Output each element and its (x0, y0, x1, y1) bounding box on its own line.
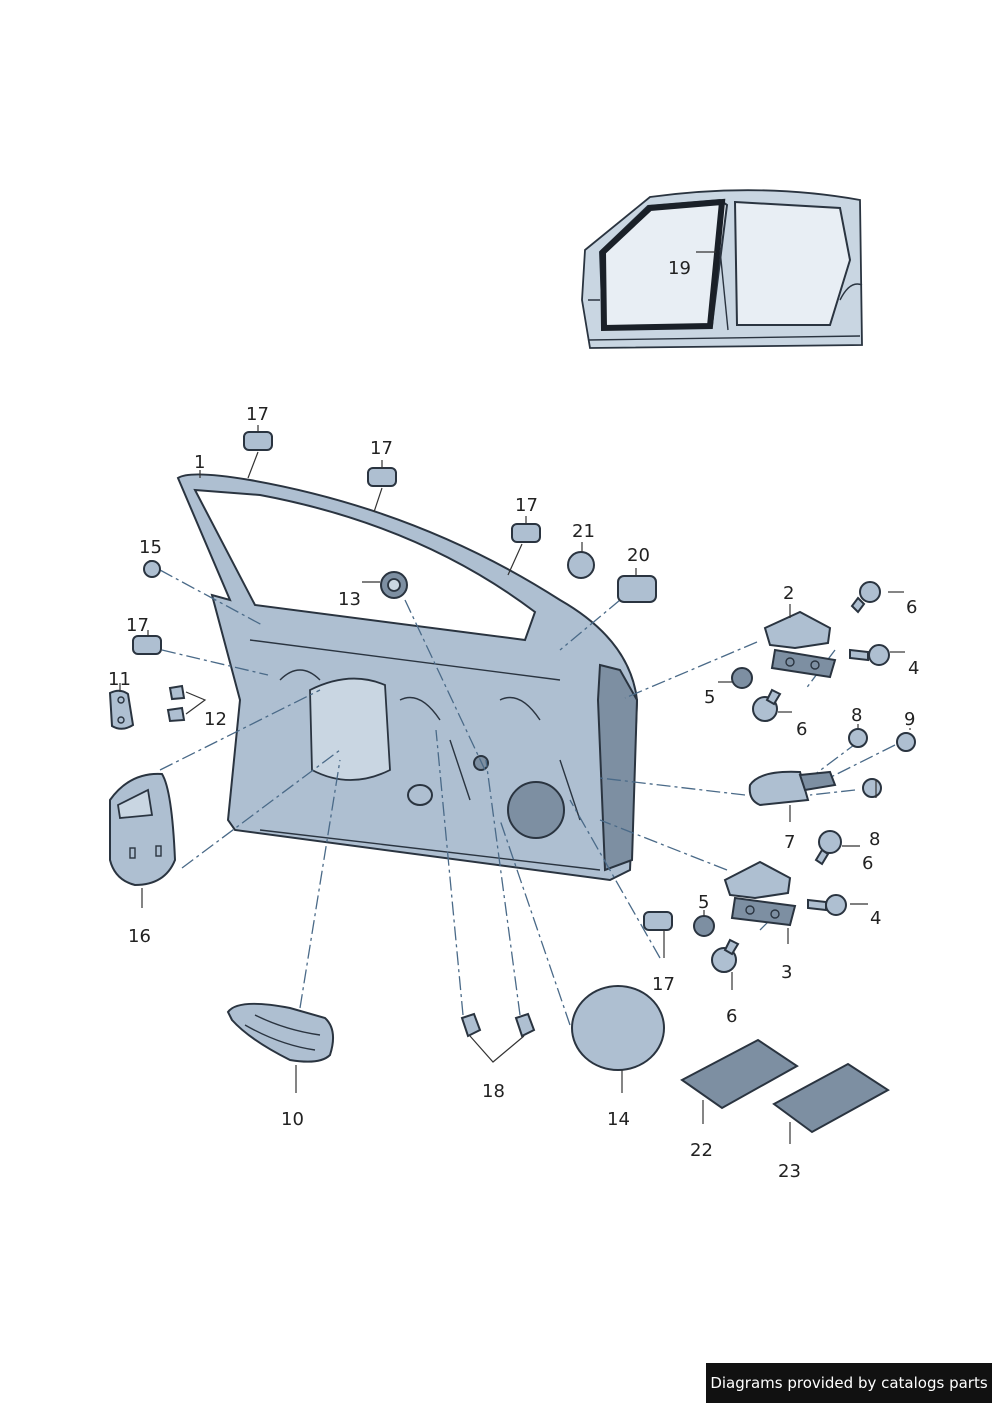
leader-lines (119, 251, 911, 1144)
plug-17-a (243, 431, 273, 451)
assembly-lines (159, 569, 896, 1026)
callout-23: 23 (778, 1161, 801, 1182)
callout-21: 21 (572, 521, 595, 542)
callout-7: 7 (784, 832, 795, 853)
plug-17-b (367, 467, 397, 487)
callout-1: 1 (194, 452, 205, 473)
callout-16: 16 (128, 926, 151, 947)
door-check-7 (748, 770, 837, 807)
callout-8-b: 8 (869, 829, 880, 850)
callout-labels: 1 17 17 17 21 20 15 13 17 11 12 16 19 2 … (108, 258, 919, 1182)
bolt-8-lower (814, 830, 842, 866)
car-body-side-frame (581, 189, 863, 349)
callout-18: 18 (482, 1081, 505, 1102)
callout-17-a: 17 (246, 404, 269, 425)
bolt-6-lower-a (862, 778, 882, 798)
credit-banner: Diagrams provided by catalogs parts (706, 1363, 992, 1403)
callout-4-a: 4 (908, 658, 919, 679)
callout-8-a: 8 (851, 705, 862, 726)
callout-20: 20 (627, 545, 650, 566)
striker-11 (108, 689, 135, 730)
cap-5-upper (731, 667, 753, 689)
bolt-6-lower-b (711, 938, 740, 973)
callout-5-a: 5 (704, 687, 715, 708)
pad-23 (772, 1062, 890, 1134)
callout-3: 3 (781, 962, 792, 983)
screws-12 (166, 684, 186, 723)
bolt-4-lower (807, 894, 847, 916)
bolt-8-upper (848, 728, 868, 748)
foil-14 (571, 985, 665, 1071)
callout-10: 10 (281, 1109, 304, 1130)
bolt-4-upper (849, 644, 890, 666)
plug-17-c (511, 523, 541, 543)
callout-6-a: 6 (906, 597, 917, 618)
callout-4-b: 4 (870, 908, 881, 929)
callout-22: 22 (690, 1140, 713, 1161)
lower-hinge-3 (723, 860, 797, 927)
callout-6-c: 6 (862, 853, 873, 874)
callout-15: 15 (139, 537, 162, 558)
grommet-13 (380, 571, 408, 599)
upper-hinge-2 (763, 610, 837, 679)
callout-6-b: 6 (796, 719, 807, 740)
callout-17-d: 17 (126, 615, 149, 636)
callout-6-d: 6 (726, 1006, 737, 1027)
callout-12: 12 (204, 709, 227, 730)
callout-2: 2 (783, 583, 794, 604)
plug-15 (143, 560, 161, 578)
callout-17-c: 17 (515, 495, 538, 516)
callout-17-b: 17 (370, 438, 393, 459)
callout-14: 14 (607, 1109, 630, 1130)
plug-17-d (132, 635, 162, 655)
callout-9: 9 (904, 709, 915, 730)
plug-17-e (643, 911, 673, 931)
callout-19: 19 (668, 258, 691, 279)
bolt-6-upper-a (850, 581, 881, 614)
callout-11: 11 (108, 669, 131, 690)
door-shell (176, 473, 639, 882)
cover-16 (109, 772, 177, 887)
callout-5-b: 5 (698, 892, 709, 913)
bolt-6-upper-b (752, 688, 782, 722)
plug-20 (617, 575, 657, 603)
callout-13: 13 (338, 589, 361, 610)
cap-5-lower (693, 915, 715, 937)
plug-21 (567, 551, 595, 579)
bolt-9 (896, 732, 916, 752)
pad-22 (680, 1038, 799, 1110)
nuts-18 (460, 1012, 536, 1038)
callout-17-e: 17 (652, 974, 675, 995)
trim-10 (226, 1002, 335, 1063)
